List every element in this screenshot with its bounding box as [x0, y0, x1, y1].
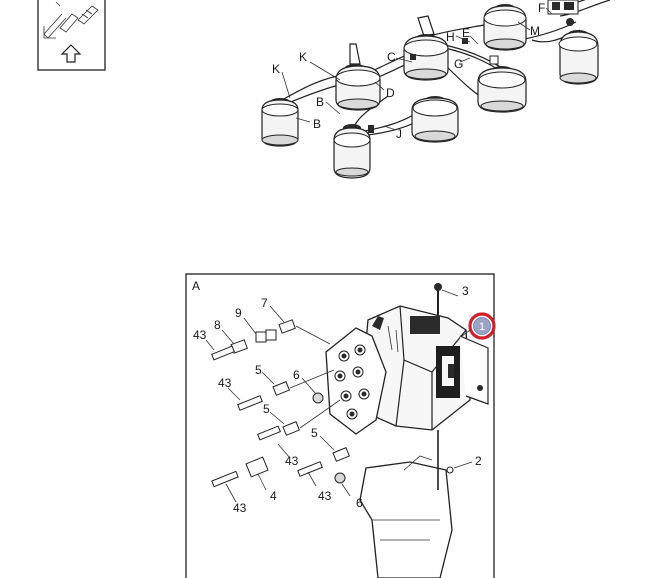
- part-number-5-middle: 5: [263, 402, 270, 416]
- label-C: C: [387, 50, 396, 64]
- orientation-inset: [37, 0, 106, 71]
- part-number-6-upper: 6: [293, 368, 300, 382]
- label-J: J: [396, 127, 402, 141]
- part-number-43-center: 43: [285, 454, 299, 468]
- part-number-5-upper: 5: [255, 363, 262, 377]
- air-spring-front-right: [477, 66, 527, 113]
- valve-block-exploded-view: A: [185, 273, 496, 578]
- air-suspension-diagram: K K C D B B J H E G M F: [261, 0, 611, 179]
- air-spring-rear-right-outer: [483, 4, 527, 51]
- air-spring-right-far: [558, 30, 599, 85]
- valve-block-body: [359, 305, 489, 431]
- part-number-6-lower: 6: [356, 496, 363, 510]
- air-spring-rear-left-inner: [335, 43, 381, 111]
- panel-label: A: [192, 279, 200, 293]
- air-spring-front-left: [333, 124, 371, 179]
- label-G: G: [454, 57, 463, 71]
- part-number-43-second: 43: [218, 376, 232, 390]
- part-number-43-center-right: 43: [318, 489, 332, 503]
- label-B-lower: B: [313, 117, 321, 131]
- part-number-4: 4: [270, 489, 277, 503]
- manifold-port-plate: [325, 327, 387, 435]
- callout-number: 1: [479, 321, 485, 333]
- part-number-5-lower: 5: [311, 426, 318, 440]
- highlight-callout-part-1: 1: [461, 312, 496, 340]
- fittings: [205, 305, 351, 503]
- vehicle-outline-icon: [43, 1, 99, 39]
- part-number-7: 7: [261, 296, 268, 310]
- label-M: M: [530, 24, 540, 38]
- air-spring-front-center: [411, 96, 459, 143]
- label-E: E: [462, 26, 470, 40]
- valve-block-top-right: [547, 0, 579, 26]
- part-number-9: 9: [235, 306, 242, 320]
- label-H: H: [446, 30, 455, 44]
- mounting-bracket-part-2: [359, 430, 473, 578]
- air-spring-rear-left-outer: [261, 98, 299, 147]
- hose-clips: [368, 38, 499, 133]
- part-number-2: 2: [475, 454, 482, 468]
- label-F: F: [538, 1, 545, 15]
- air-spring-rear-right-inner: [403, 15, 449, 81]
- part-number-3: 3: [462, 284, 469, 298]
- part-number-43-top: 43: [193, 328, 207, 342]
- part-number-43-bottom: 43: [233, 501, 247, 515]
- label-K-mid: K: [299, 50, 307, 64]
- label-K-left: K: [272, 62, 280, 76]
- leader-lines: [281, 7, 553, 131]
- forward-arrow-icon: [60, 44, 82, 63]
- part-number-8: 8: [214, 318, 221, 332]
- label-D: D: [386, 86, 395, 100]
- label-B-upper: B: [316, 95, 324, 109]
